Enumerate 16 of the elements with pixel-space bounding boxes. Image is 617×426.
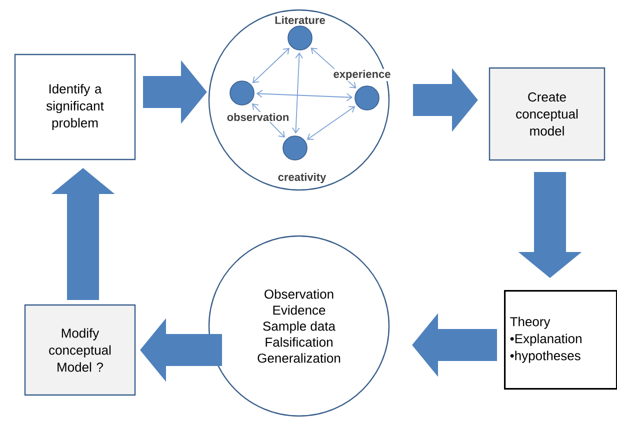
circle-label: Literature [274, 14, 326, 26]
circle-node [354, 86, 380, 110]
process-box: Create conceptual model [488, 67, 606, 161]
circle-label: creativity [276, 172, 328, 184]
arrow [306, 106, 356, 140]
process-box: Identify a significant problem [14, 54, 136, 160]
arrow [252, 48, 290, 84]
circle-node [288, 26, 312, 50]
circle-node: Observation Evidence Sample data Falsification Generalization [208, 235, 390, 417]
arrow [292, 52, 304, 134]
circle-label: experience [332, 68, 392, 82]
process-box: Modify conceptual Model ? [24, 304, 136, 396]
text-box: Theory •Explanation •hypotheses [504, 290, 617, 390]
circle-node [282, 136, 308, 160]
arrow [256, 90, 353, 102]
circle-node [230, 80, 254, 106]
